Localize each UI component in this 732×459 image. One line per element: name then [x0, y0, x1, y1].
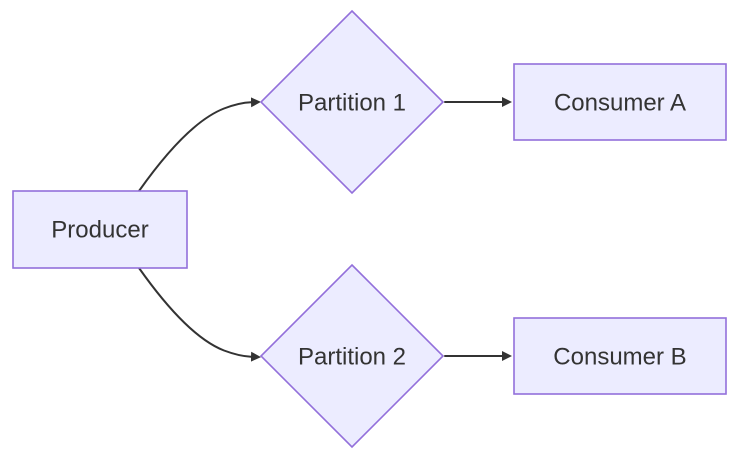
consumerB-rect — [513, 317, 727, 395]
node-consumerA: Consumer A — [513, 63, 727, 141]
producer-label: Producer — [51, 217, 148, 244]
edge-producer-to-partition2 — [138, 267, 261, 362]
node-partition2: Partition 2 — [259, 263, 445, 449]
node-partition1: Partition 1 — [259, 9, 445, 195]
edges — [138, 97, 512, 362]
node-producer: Producer — [12, 190, 188, 269]
edge-producer-to-partition1 — [138, 97, 261, 192]
partition1-label: Partition 1 — [298, 90, 406, 117]
producer-rect — [12, 190, 188, 269]
consumerA-rect — [513, 63, 727, 141]
node-consumerB: Consumer B — [513, 317, 727, 395]
consumerA-label: Consumer A — [554, 90, 686, 117]
partition2-label: Partition 2 — [298, 344, 406, 371]
partition1-diamond — [259, 9, 445, 195]
partition2-diamond — [259, 263, 445, 449]
consumerB-label: Consumer B — [553, 344, 686, 371]
